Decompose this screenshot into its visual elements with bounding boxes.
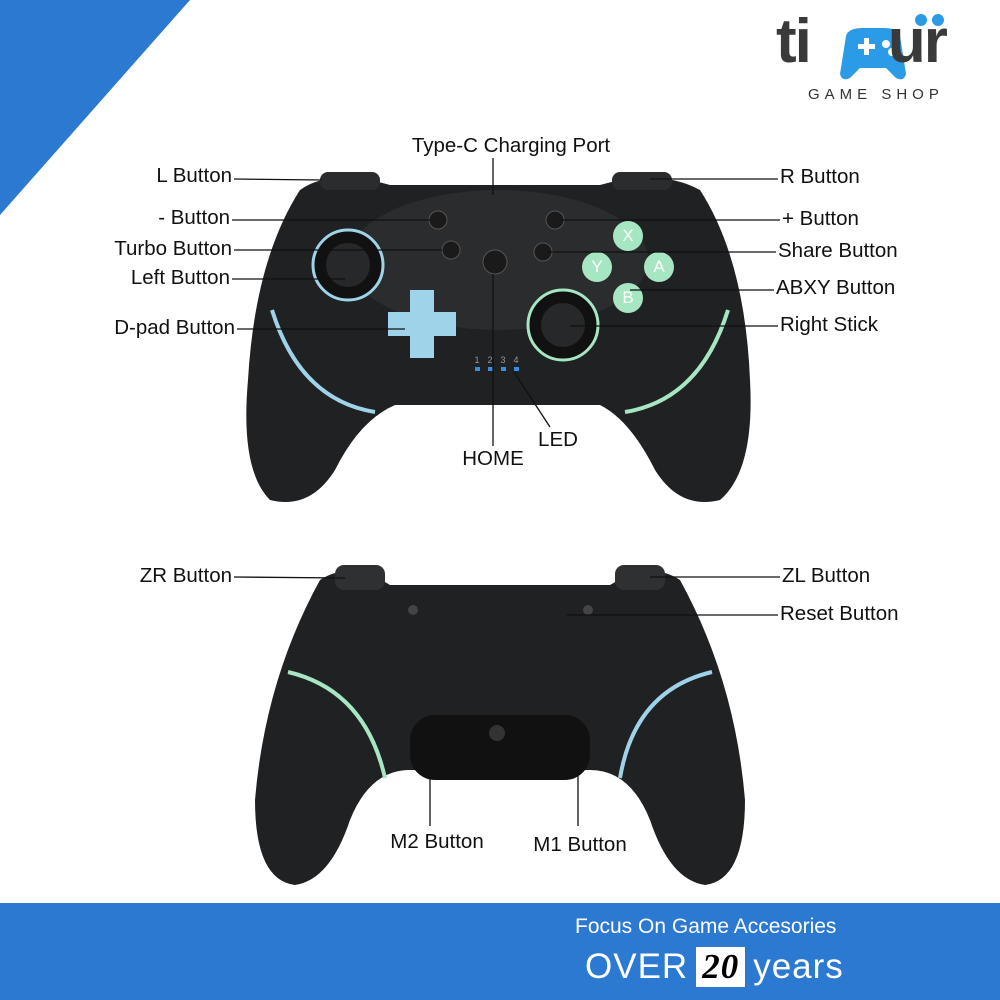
label-zr-button: ZR Button — [139, 564, 232, 587]
label-zl-button: ZL Button — [782, 564, 871, 587]
logo-tagline: GAME SHOP — [808, 86, 944, 103]
banner-number: 20 — [696, 947, 746, 987]
x-button: X — [622, 226, 634, 245]
y-button: Y — [591, 257, 603, 276]
led-1: 1 — [474, 355, 480, 365]
gamepad-logo-icon — [840, 14, 944, 80]
label-abxy-button: ABXY Button — [776, 276, 896, 299]
label-home: HOME — [462, 447, 524, 470]
leader-lines — [232, 158, 780, 826]
label-dpad-button: D-pad Button — [114, 316, 235, 339]
label-m2-button: M2 Button — [390, 830, 484, 853]
banner-years: years — [753, 947, 844, 986]
back-controller — [255, 565, 745, 885]
front-controller — [246, 172, 751, 503]
a-button: A — [653, 257, 665, 276]
banner-line1: Focus On Game Accesories — [575, 915, 837, 938]
label-share-button: Share Button — [778, 239, 898, 262]
label-right-stick: Right Stick — [780, 313, 878, 336]
b-button: B — [622, 288, 634, 307]
label-m1-button: M1 Button — [533, 833, 627, 856]
label-minus-button: - Button — [158, 206, 230, 229]
led-2: 2 — [487, 355, 493, 365]
label-r-button: R Button — [780, 165, 860, 188]
label-type-c-port: Type-C Charging Port — [411, 134, 611, 157]
banner-over: OVER — [585, 947, 689, 986]
label-turbo-button: Turbo Button — [114, 237, 232, 260]
led-4: 4 — [513, 355, 519, 365]
led-3: 3 — [500, 355, 506, 365]
label-led: LED — [538, 428, 578, 451]
label-left-button: Left Button — [130, 266, 230, 289]
label-l-button: L Button — [156, 164, 232, 187]
label-reset-button: Reset Button — [780, 602, 899, 625]
corner-triangle — [0, 0, 190, 215]
label-plus-button: + Button — [782, 207, 859, 230]
